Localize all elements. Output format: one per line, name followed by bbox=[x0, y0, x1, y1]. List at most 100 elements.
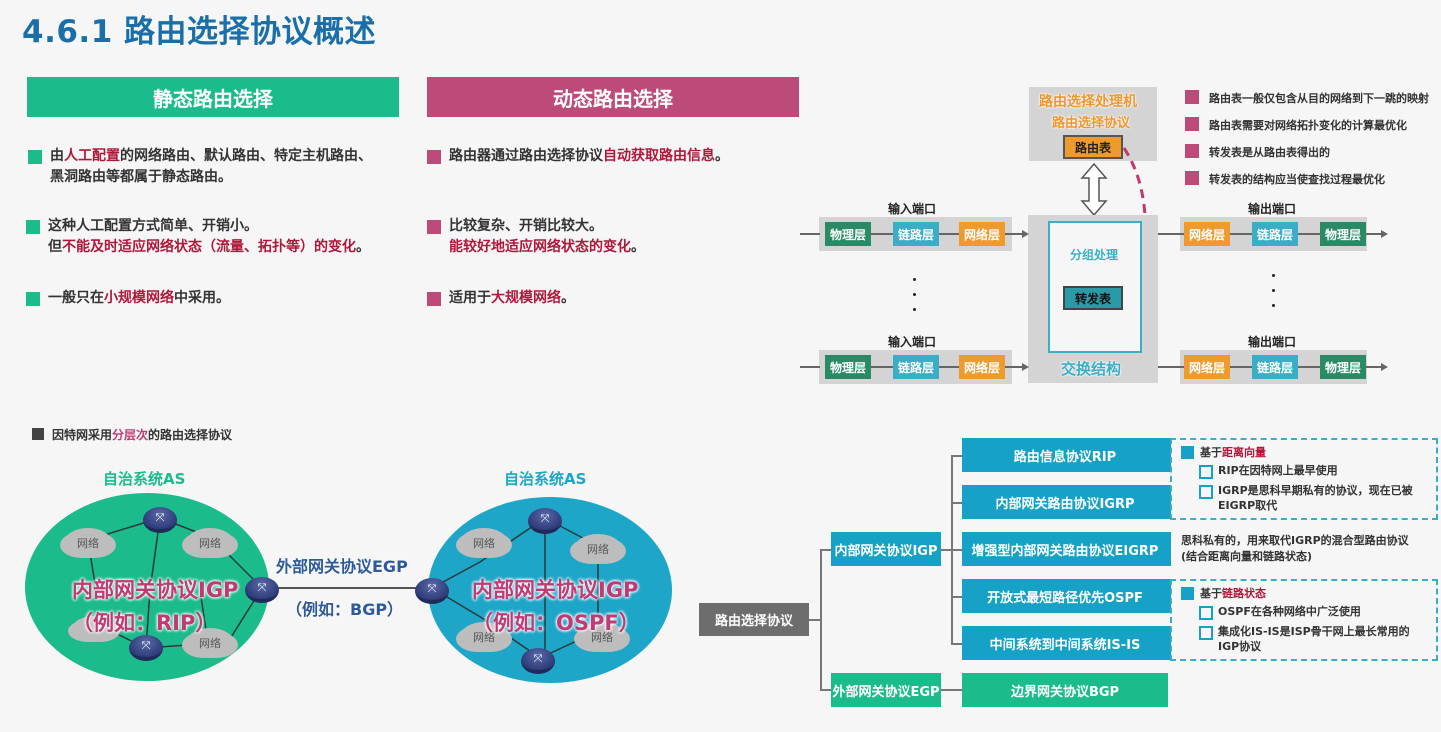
network-cloud: 网络 bbox=[578, 622, 626, 652]
dynamic-bullet-2: 比较复杂、开销比较大。能较好地适应网络状态的变化。 bbox=[427, 216, 807, 260]
network-cloud: 网络 bbox=[64, 528, 112, 558]
eigrp-note-line2: (结合距离向量和链路状态) bbox=[1181, 550, 1313, 563]
page-title: 4.6.1 路由选择协议概述 bbox=[22, 14, 377, 50]
static-bullet-2: 这种人工配置方式简单、开销小。但不能及时适应网络状态（流量、拓扑等）的变化。 bbox=[26, 216, 416, 260]
bullet-square-icon bbox=[1185, 144, 1199, 158]
routing-processor-title: 路由选择处理机 bbox=[1039, 94, 1137, 110]
arrow-line bbox=[1366, 233, 1382, 235]
filled-square-icon bbox=[1181, 446, 1194, 459]
routing-table-box: 路由表 bbox=[1063, 135, 1123, 159]
output-port-label: 输出端口 bbox=[1248, 335, 1297, 349]
ellipsis-dot bbox=[1272, 289, 1275, 292]
caption-square-icon bbox=[32, 428, 44, 440]
side-bar bbox=[1168, 532, 1171, 566]
tree-root-node: 路由选择协议 bbox=[699, 603, 809, 636]
bullet-square-icon bbox=[427, 220, 441, 234]
distance-vector-box bbox=[1170, 438, 1438, 520]
network-cloud: 网络 bbox=[460, 528, 508, 558]
bullet-square-icon bbox=[427, 150, 441, 164]
arrowhead-icon bbox=[1381, 363, 1388, 371]
network-layer-box: 网络层 bbox=[1184, 222, 1230, 246]
output-port-label: 输出端口 bbox=[1248, 202, 1297, 216]
arrow-line bbox=[939, 366, 959, 368]
bullet-square-icon bbox=[427, 292, 441, 306]
packet-processing-label: 分组处理 bbox=[1070, 248, 1119, 262]
distance-vector-heading: 基于距离向量 bbox=[1200, 446, 1266, 459]
arrowhead-icon bbox=[1381, 230, 1388, 238]
link-layer-box: 链路层 bbox=[1252, 355, 1298, 379]
checkbox-icon bbox=[1199, 626, 1213, 640]
bullet-square-icon bbox=[1185, 117, 1199, 131]
tree-connector bbox=[941, 689, 963, 691]
arrow-line bbox=[1158, 366, 1184, 368]
side-bar bbox=[1168, 438, 1171, 472]
router-icon: ⤧ bbox=[245, 577, 279, 603]
router-icon: ⤧ bbox=[129, 635, 163, 661]
arrow-line bbox=[1158, 233, 1184, 235]
eigrp-note-line1: 思科私有的，用来取代IGRP的混合型路由协议 bbox=[1181, 534, 1409, 547]
switch-fabric-label: 交换结构 bbox=[1061, 360, 1122, 378]
dynamic-routing-header: 动态路由选择 bbox=[427, 77, 799, 117]
tree-connector bbox=[820, 549, 822, 691]
arrow-line bbox=[1298, 366, 1320, 368]
arrow-line bbox=[1005, 233, 1025, 235]
input-port-label: 输入端口 bbox=[888, 202, 937, 216]
network-layer-box: 网络层 bbox=[959, 355, 1005, 379]
side-bar bbox=[1168, 485, 1171, 519]
routing-processor: 路由选择处理机 路由选择协议 路由表 bbox=[1029, 87, 1157, 161]
checkbox-icon bbox=[1199, 485, 1213, 499]
side-bar bbox=[1168, 626, 1171, 660]
igp-example-left: （例如：RIP） bbox=[72, 611, 217, 635]
static-bullet-1: 由人工配置的网络路由、默认路由、特定主机路由、黑洞路由等都属于静态路由。 bbox=[28, 146, 408, 190]
arrow-line bbox=[1230, 366, 1252, 368]
egp-label: 外部网关协议EGP bbox=[276, 557, 408, 576]
routing-protocol-label: 路由选择协议 bbox=[1052, 116, 1131, 131]
tree-node-egp: 外部网关协议EGP bbox=[831, 673, 941, 707]
ellipsis-dot bbox=[1272, 274, 1275, 277]
static-bullet-3: 一般只在小规模网络中采用。 bbox=[26, 288, 416, 310]
as-label-right: 自治系统AS bbox=[504, 470, 587, 488]
network-cloud bbox=[72, 616, 116, 642]
bullet-square-icon bbox=[26, 220, 40, 234]
arrow-line bbox=[1005, 366, 1025, 368]
physical-layer-box: 物理层 bbox=[825, 355, 871, 379]
bullet-square-icon bbox=[1185, 90, 1199, 104]
side-bar bbox=[1168, 579, 1171, 613]
ls-item-isis-cont: IGP协议 bbox=[1218, 640, 1262, 653]
physical-layer-box: 物理层 bbox=[825, 222, 871, 246]
link-state-box bbox=[1170, 579, 1438, 661]
note-item: 路由表需要对网络拓扑变化的计算最优化 bbox=[1185, 117, 1435, 132]
dv-item-rip: RIP在因特网上最早使用 bbox=[1218, 464, 1338, 477]
igp-label-right: 内部网关协议IGP bbox=[472, 578, 639, 602]
tree-node-eigrp: 增强型内部网关路由协议EIGRP bbox=[962, 532, 1168, 566]
dv-item-igrp-cont: EIGRP取代 bbox=[1218, 499, 1278, 512]
tree-connector bbox=[820, 689, 832, 691]
link-state-heading: 基于链路状态 bbox=[1200, 587, 1266, 600]
bullet-square-icon bbox=[26, 292, 40, 306]
tree-connector bbox=[951, 596, 963, 598]
router-icon: ⤧ bbox=[415, 578, 449, 604]
igp-example-right: （例如：OSPF） bbox=[472, 611, 640, 635]
physical-layer-box: 物理层 bbox=[1320, 355, 1366, 379]
physical-layer-box: 物理层 bbox=[1320, 222, 1366, 246]
bullet-square-icon bbox=[1185, 171, 1199, 185]
dv-item-igrp: IGRP是思科早期私有的协议，现在已被 bbox=[1218, 484, 1413, 497]
network-cloud: 网络 bbox=[460, 622, 508, 652]
arrowhead-icon bbox=[1022, 230, 1029, 238]
checkbox-icon bbox=[1199, 465, 1213, 479]
as-label-left: 自治系统AS bbox=[103, 470, 186, 488]
link-layer-box: 链路层 bbox=[893, 222, 939, 246]
note-item: 路由表一般仅包含从目的网络到下一跳的映射 bbox=[1185, 90, 1435, 105]
arrow-line bbox=[1230, 233, 1252, 235]
tree-connector bbox=[820, 549, 832, 551]
tree-connector bbox=[951, 455, 953, 644]
igp-label-left: 内部网关协议IGP bbox=[72, 578, 239, 602]
arrow-line bbox=[800, 366, 820, 368]
router-icon: ⤧ bbox=[528, 508, 562, 534]
arrow-line bbox=[1366, 366, 1382, 368]
forwarding-table-box: 转发表 bbox=[1063, 286, 1123, 310]
filled-square-icon bbox=[1181, 587, 1194, 600]
tree-connector bbox=[951, 455, 963, 457]
network-cloud: 网络 bbox=[186, 628, 234, 658]
arrowhead-icon bbox=[1022, 363, 1029, 371]
